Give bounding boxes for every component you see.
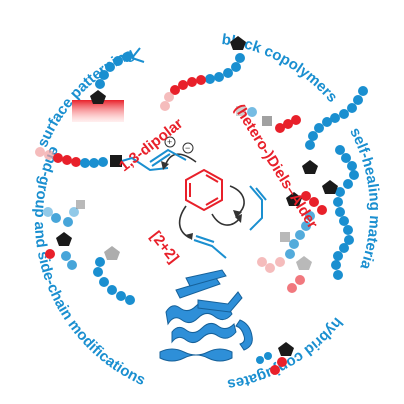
star-polymer	[43, 200, 135, 305]
central-benzene-ring	[185, 168, 223, 212]
reaction-arrows	[164, 153, 245, 239]
block-copolymer-chain	[160, 36, 246, 111]
dipolar-label: 1,3-dipolar	[116, 115, 186, 175]
end-group-modifications-label: end-group and side-chain modifications	[31, 144, 148, 389]
protein-ribbon	[159, 269, 253, 362]
surface-patterning-graphic	[72, 47, 145, 122]
minus-charge: −	[185, 143, 190, 153]
two-plus-two-label: [2+2]	[147, 228, 182, 266]
end-group-chain	[35, 147, 169, 172]
right-polymer-chain	[236, 86, 368, 150]
self-healing-network	[257, 145, 359, 293]
alkene-structure	[193, 235, 227, 259]
diene-structure	[249, 185, 267, 231]
hybrid-chain	[256, 342, 294, 375]
self-healing-materials-label: self-healing materials	[0, 0, 383, 272]
dipole-structure	[149, 136, 194, 167]
plus-charge: +	[167, 137, 172, 147]
pentagon-end-group	[90, 90, 106, 104]
surface-block	[72, 100, 124, 122]
arrow-heads	[161, 161, 242, 240]
